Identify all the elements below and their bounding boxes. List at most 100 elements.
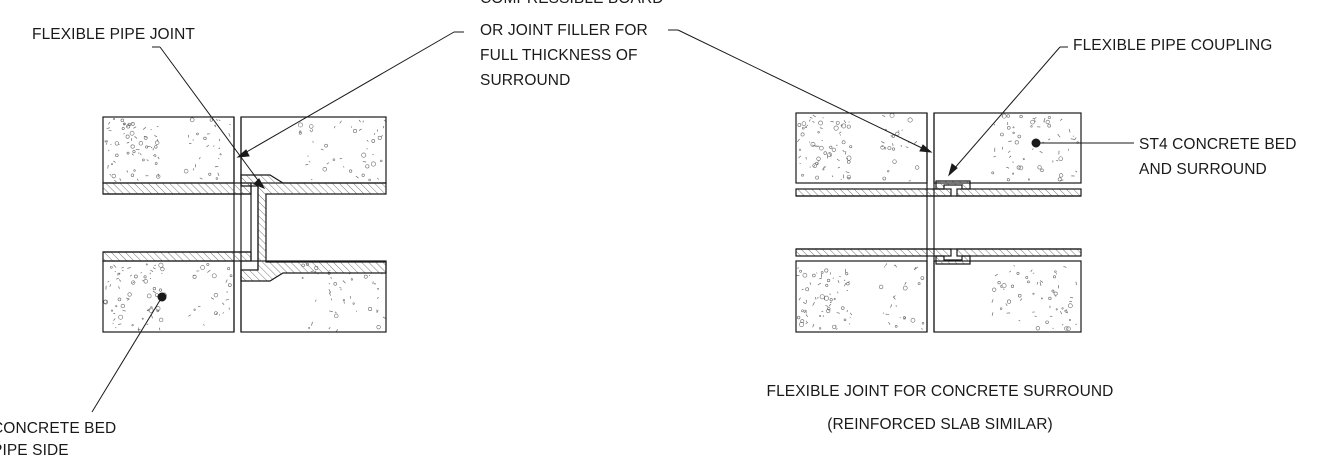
aggregate-speck [143,127,146,129]
aggregate-speck [364,275,367,278]
aggregate-speck [802,127,804,129]
aggregate-speck [363,121,364,123]
aggregate-speck [847,290,848,291]
aggregate-speck [133,127,136,129]
aggregate-speck [127,170,128,172]
leader-flexible-pipe-coupling [953,47,1060,170]
aggregate-speck [206,145,208,147]
aggregate-speck [371,162,375,166]
aggregate-speck [147,159,149,161]
aggregate-speck [809,119,810,121]
aggregate-speck [311,322,312,326]
aggregate-speck [1056,309,1057,310]
label-compressible-board-line4: SURROUND [480,70,570,91]
aggregate-speck [1058,134,1060,137]
aggregate-speck [806,315,808,317]
aggregate-speck [155,146,158,149]
aggregate-speck [890,113,894,117]
aggregate-speck [1013,162,1014,163]
aggregate-speck [1019,320,1021,321]
aggregate-speck [1027,281,1029,283]
aggregate-speck [893,160,897,164]
aggregate-speck [146,264,147,265]
aggregate-speck [119,144,120,145]
aggregate-speck [799,298,801,301]
aggregate-speck [141,272,142,273]
label-concrete-bed-line2: PIPE SIDE [0,440,69,461]
aggregate-speck [833,278,834,279]
aggregate-speck [805,126,806,127]
aggregate-speck [153,155,156,156]
aggregate-speck [121,267,123,268]
aggregate-speck [823,118,824,119]
aggregate-speck [377,310,378,311]
aggregate-speck [1054,292,1057,295]
aggregate-speck [220,154,221,155]
aggregate-speck [992,288,996,292]
aggregate-speck [839,132,841,134]
aggregate-speck [213,146,214,147]
aggregate-speck [801,133,804,136]
aggregate-speck [130,131,134,135]
aggregate-speck [362,153,366,157]
aggregate-speck [1060,119,1062,121]
aggregate-speck [309,125,313,129]
aggregate-speck [825,269,828,272]
aggregate-speck [992,172,994,174]
aggregate-speck [1075,171,1077,172]
aggregate-speck [824,152,827,155]
aggregate-speck [847,310,848,312]
aggregate-speck [118,298,121,301]
aggregate-speck [115,142,119,146]
aggregate-speck [818,131,820,133]
aggregate-speck [366,165,369,168]
aggregate-speck [1033,293,1034,294]
aggregate-speck [315,300,316,302]
aggregate-speck [189,315,191,317]
aggregate-speck [369,179,371,181]
aggregate-speck [998,281,1001,284]
right-pipe-wall-bottom-left [796,249,951,256]
aggregate-speck [132,154,134,156]
aggregate-speck [218,158,219,159]
aggregate-speck [153,287,156,290]
aggregate-speck [888,322,890,324]
aggregate-speck [819,278,822,279]
aggregate-speck [992,312,993,315]
aggregate-speck [1013,127,1014,128]
aggregate-speck [922,322,924,324]
aggregate-speck [820,128,823,129]
aggregate-speck [356,176,359,178]
aggregate-speck [802,122,806,126]
left-concrete-top-right [241,117,386,183]
aggregate-speck [1011,285,1014,288]
aggregate-speck [799,322,803,326]
aggregate-speck [843,150,845,152]
aggregate-speck [153,268,155,269]
right-pipe-wall-top-right [957,189,1081,196]
aggregate-speck [142,318,143,319]
aggregate-speck [1074,138,1076,140]
aggregate-speck [367,148,368,149]
aggregate-speck [147,294,151,298]
aggregate-speck [819,146,823,150]
aggregate-speck [806,321,807,322]
aggregate-speck [193,139,194,140]
aggregate-speck [841,307,844,310]
aggregate-speck [135,136,137,138]
aggregate-speck [142,159,144,161]
aggregate-speck [995,274,998,276]
aggregate-speck [1013,266,1014,267]
aggregate-speck [119,280,121,282]
aggregate-speck [344,302,345,304]
aggregate-speck [223,312,224,313]
aggregate-speck [804,310,805,311]
aggregate-speck [895,325,897,327]
label-st4-line1: ST4 CONCRETE BED [1139,134,1297,155]
aggregate-speck [824,167,826,168]
aggregate-speck [155,162,157,164]
right-pipe-wall-bottom-right [957,249,1081,256]
aggregate-speck [848,177,850,179]
aggregate-speck [131,122,134,125]
aggregate-speck [1048,116,1050,118]
